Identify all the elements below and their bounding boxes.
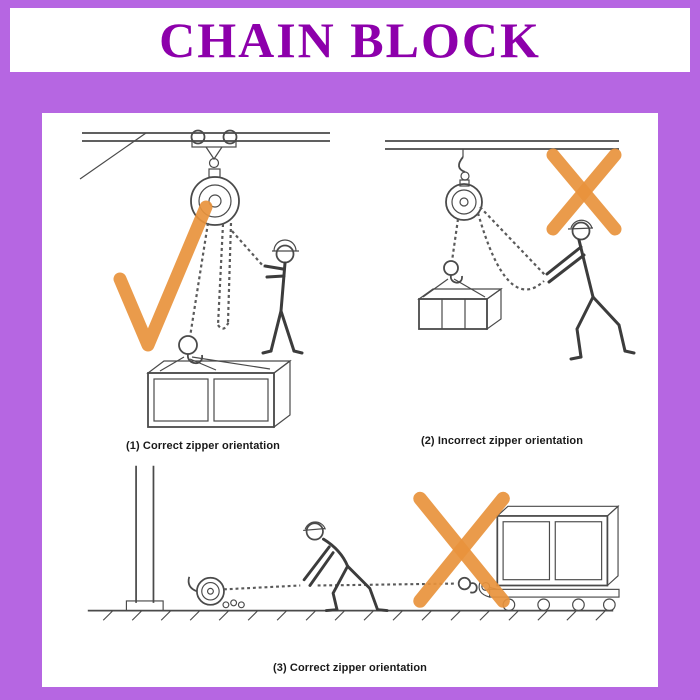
chain-block-incorrect-illustration xyxy=(385,140,636,361)
overhead-beam xyxy=(79,132,330,180)
slings xyxy=(422,278,486,298)
crate xyxy=(146,359,292,429)
crate-on-sled xyxy=(478,504,620,612)
x-mark xyxy=(546,148,622,236)
figure-caption: (1) Correct zipper orientation xyxy=(126,440,280,452)
chain-block-correct-illustration xyxy=(79,129,330,429)
load-chain xyxy=(188,222,210,338)
load-chain xyxy=(450,218,460,262)
figure-incorrect-angled-pull: (2) Incorrect zipper orientation xyxy=(354,129,650,447)
slings xyxy=(159,356,271,372)
chain-hoist-body xyxy=(190,168,240,226)
ceiling xyxy=(385,140,619,150)
chain-block-on-ground xyxy=(187,576,245,609)
figure-correct-vertical-lift: (1) Correct zipper orientation xyxy=(58,119,348,452)
top-hook xyxy=(458,149,470,181)
load-box xyxy=(417,287,503,331)
figure-horizontal-drag: (3) Correct zipper orientation xyxy=(42,458,658,674)
chain-hoist-body xyxy=(445,179,483,221)
hand-chain-loop xyxy=(216,222,265,330)
worker-figure xyxy=(545,219,636,361)
column xyxy=(125,465,164,612)
load-hook xyxy=(443,260,463,284)
top-row: (1) Correct zipper orientation xyxy=(42,119,658,452)
figure-caption: (2) Incorrect zipper orientation xyxy=(420,435,584,447)
worker-figure-bent xyxy=(302,521,389,613)
figure-caption: (3) Correct zipper orientation xyxy=(273,662,427,674)
trolley xyxy=(190,129,238,169)
page-title: CHAIN BLOCK xyxy=(159,12,541,68)
load-hook xyxy=(178,335,203,365)
chain-block-horizontal-illustration xyxy=(87,465,620,621)
x-mark xyxy=(412,491,510,608)
worker-figure xyxy=(261,239,304,355)
check-mark xyxy=(113,200,213,352)
hand-chain-angled xyxy=(476,206,546,291)
title-banner: CHAIN BLOCK xyxy=(10,8,690,72)
illustration-panel: (1) Correct zipper orientation xyxy=(42,113,658,687)
ground xyxy=(87,609,613,621)
